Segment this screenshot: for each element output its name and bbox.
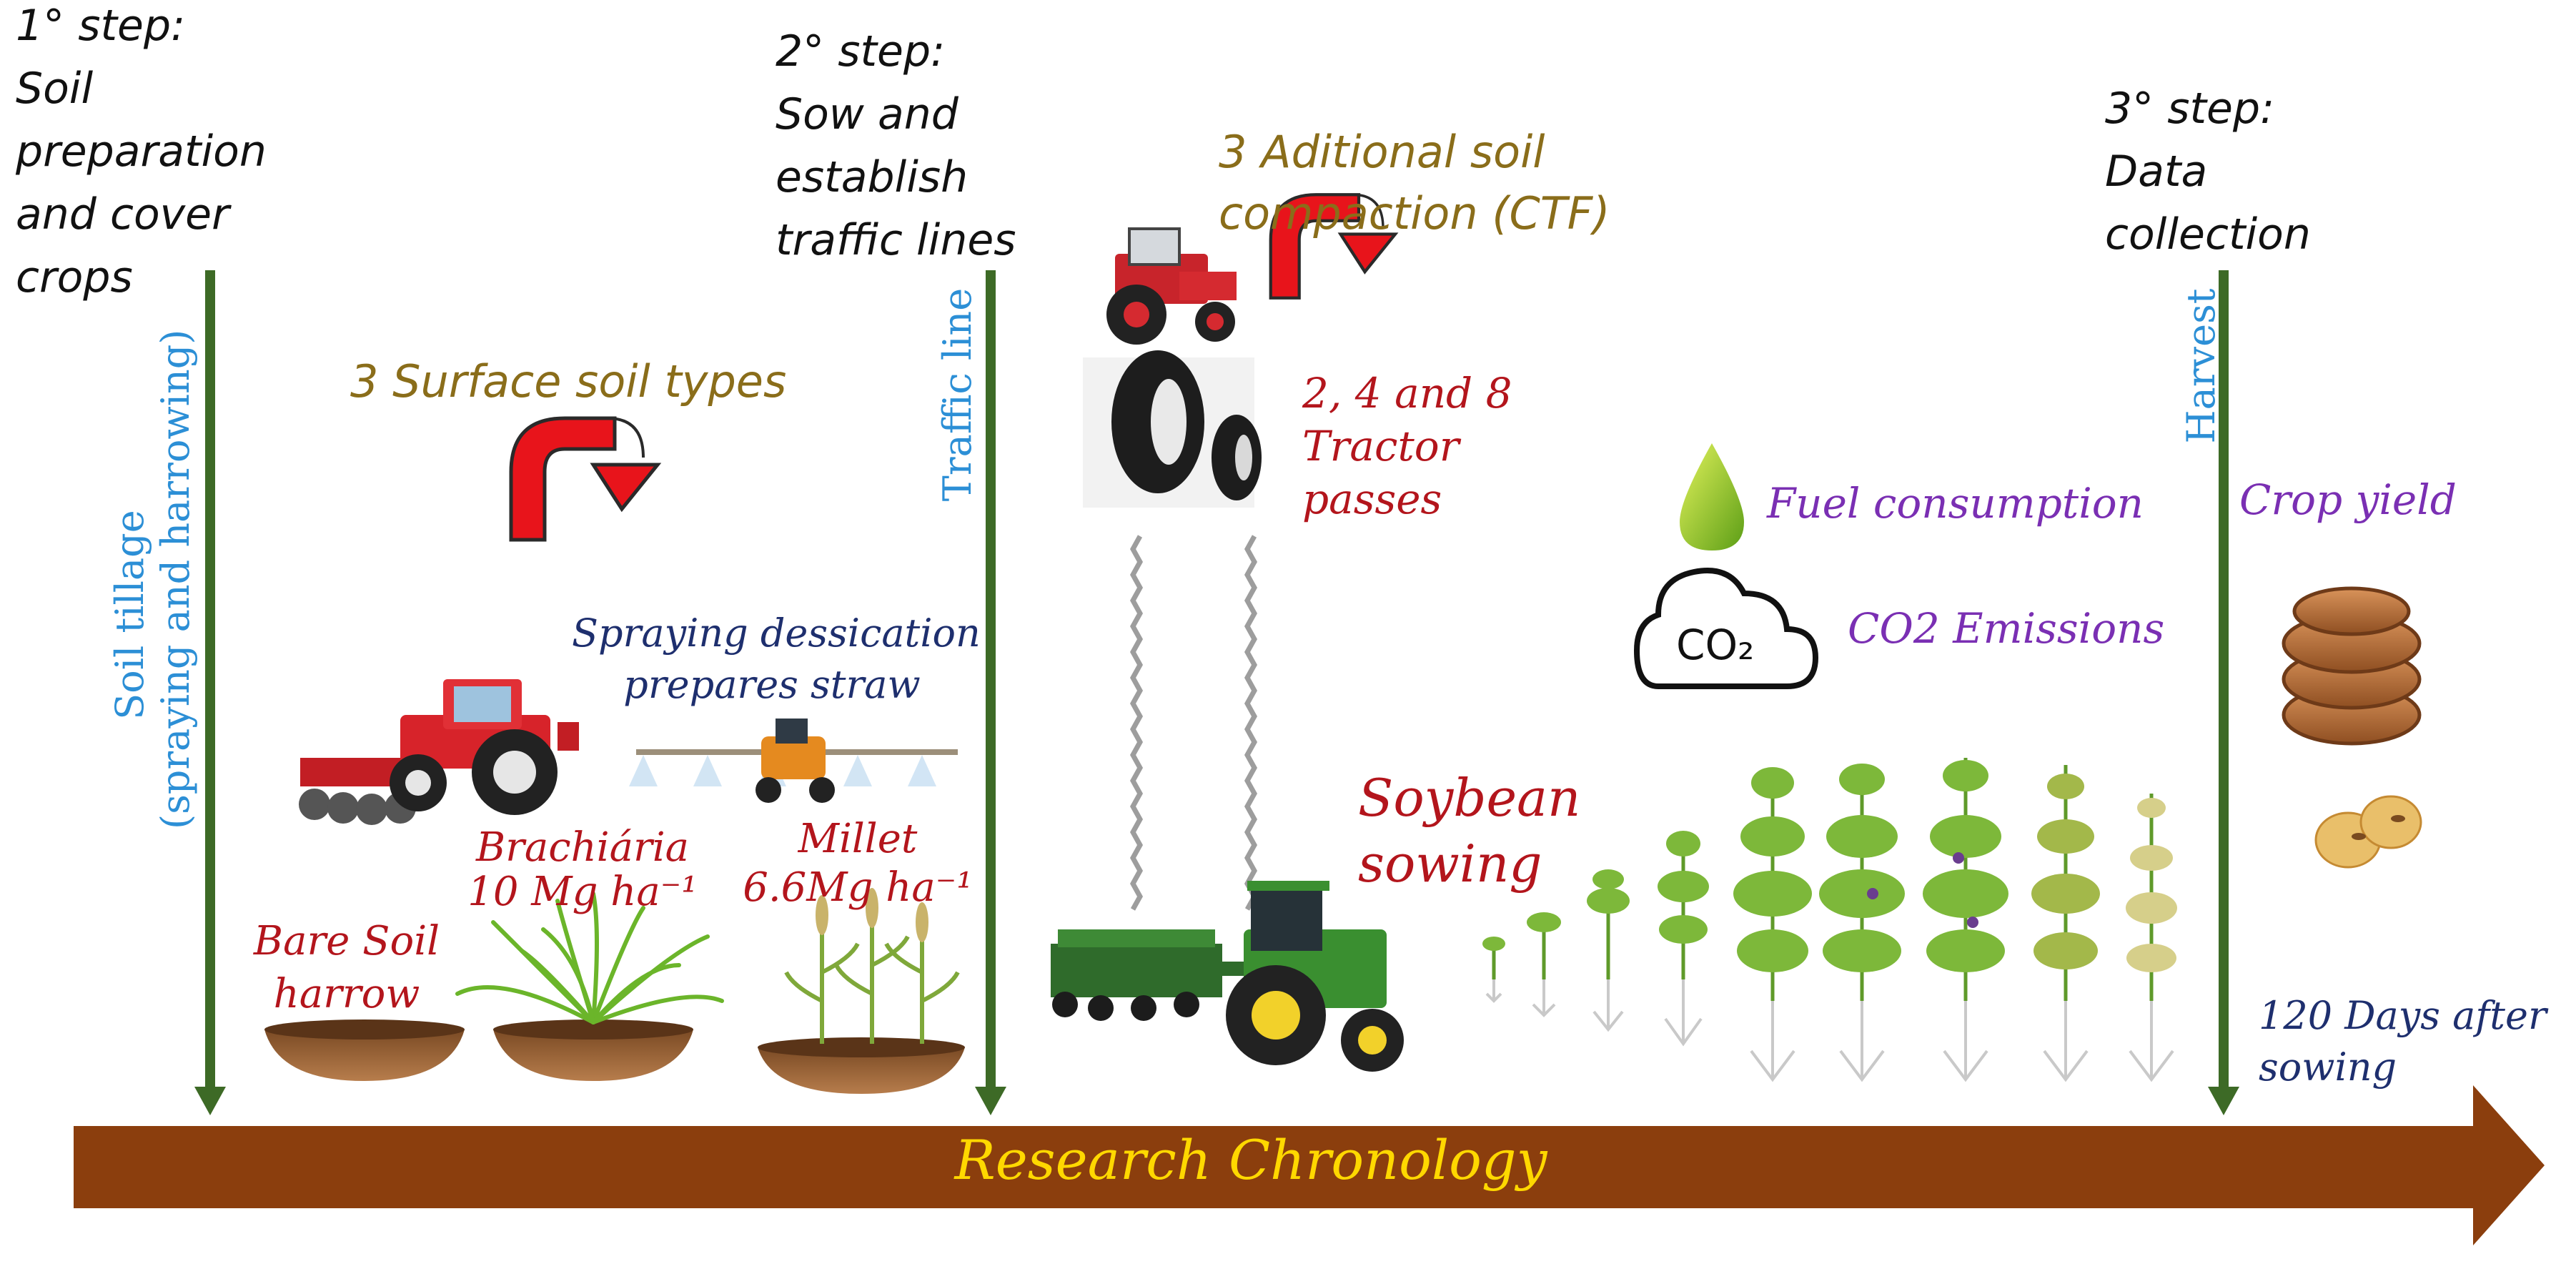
label-line: Tractor bbox=[1302, 422, 1460, 470]
fuel-consumption-label: Fuel consumption bbox=[1767, 479, 2144, 528]
soil-tillage-label: Soil tillage (spraying and harrowing) bbox=[107, 329, 207, 829]
co2-icon-text: CO₂ bbox=[1676, 621, 1755, 669]
sacks-icon bbox=[2282, 586, 2422, 746]
soybean-sowing-label: Soybean sowing bbox=[1358, 765, 1580, 897]
spraying-label: Spraying dessication prepares straw bbox=[572, 608, 981, 711]
additional-compaction-label: 3 Aditional soil compaction (CTF) bbox=[1219, 122, 1610, 245]
step-line: establish bbox=[776, 152, 969, 202]
step1-title: 1° step: Soil preparation and cover crop… bbox=[16, 0, 316, 309]
tractor-harrow-icon bbox=[299, 679, 579, 825]
label-line: 3 Aditional soil bbox=[1219, 126, 1545, 178]
tractor-passes-label: 2, 4 and 8 Tractor passes bbox=[1302, 367, 1512, 525]
red-tractor-icon bbox=[1106, 227, 1237, 345]
label-line: 6.6Mg ha⁻¹ bbox=[743, 864, 973, 911]
label-line: (spraying and harrowing) bbox=[153, 329, 198, 829]
soybean-growth-icon bbox=[1482, 758, 2177, 1082]
step-line: Sow and bbox=[776, 89, 958, 139]
step3-line bbox=[2208, 270, 2239, 1115]
millet-plants-icon bbox=[784, 922, 960, 1044]
step-line: 3° step: bbox=[2105, 84, 2275, 134]
step-line: traffic lines bbox=[776, 215, 1016, 265]
chronology-arrow bbox=[74, 1085, 2545, 1245]
label-line: passes bbox=[1302, 475, 1442, 523]
tire-tracks-icon bbox=[1129, 535, 1258, 911]
label-line: prepares straw bbox=[623, 662, 921, 707]
label-line: Brachiária bbox=[475, 824, 690, 871]
soil-bowl-brachiaria bbox=[493, 1019, 693, 1081]
sprayer-icon bbox=[629, 719, 958, 803]
step-line: Data bbox=[2105, 147, 2208, 197]
step1-line bbox=[194, 270, 226, 1115]
step-line: 1° step: bbox=[16, 1, 186, 51]
label-line: compaction (CTF) bbox=[1219, 187, 1610, 240]
step-line: and cover bbox=[16, 189, 229, 240]
tires-icon bbox=[1083, 350, 1262, 508]
label-line: harrow bbox=[273, 971, 420, 1017]
label-line: 2, 4 and 8 bbox=[1302, 369, 1512, 418]
soil-bowl-millet bbox=[758, 1037, 965, 1094]
step-line: collection bbox=[2105, 209, 2311, 260]
step-line: preparation bbox=[16, 127, 267, 177]
brachiaria-grass-icon bbox=[455, 892, 724, 1024]
step-line: 2° step: bbox=[776, 26, 946, 76]
surface-soil-types-label: 3 Surface soil types bbox=[350, 355, 787, 408]
label-line: Soybean bbox=[1358, 768, 1581, 828]
crop-yield-label: Crop yield bbox=[2239, 475, 2457, 524]
co2-emissions-label: CO2 Emissions bbox=[1848, 604, 2165, 653]
label-line: Soil tillage bbox=[107, 510, 152, 720]
co2-cloud-icon bbox=[1633, 568, 1819, 689]
label-line: sowing bbox=[2259, 1045, 2397, 1090]
label-line: Millet bbox=[798, 816, 918, 862]
step2-title: 2° step: Sow and establish traffic lines bbox=[776, 20, 1097, 272]
step3-title: 3° step: Data collection bbox=[2105, 77, 2391, 266]
step2-line bbox=[975, 270, 1006, 1115]
bare-soil-label: Bare Soil harrow bbox=[232, 915, 461, 1021]
step-line: crops bbox=[16, 252, 133, 302]
research-chronology-label: Research Chronology bbox=[954, 1128, 1547, 1192]
harvest-label: Harvest bbox=[2179, 288, 2224, 444]
fuel-drop-icon bbox=[1680, 443, 1744, 550]
soybeans-icon bbox=[2314, 795, 2422, 869]
label-line: 120 Days after bbox=[2259, 993, 2547, 1038]
millet-heads-icon bbox=[816, 888, 928, 942]
traffic-line-label: Traffic line bbox=[935, 287, 980, 502]
green-tractor-seeder-icon bbox=[1051, 881, 1404, 1072]
label-line: Spraying dessication bbox=[572, 611, 981, 656]
label-line: 10 Mg ha⁻¹ bbox=[467, 869, 698, 915]
soil-bowl-bare bbox=[264, 1019, 465, 1081]
step-line: Soil bbox=[16, 64, 94, 114]
curved-arrow-icon bbox=[509, 416, 662, 542]
label-line: Bare Soil bbox=[253, 918, 440, 964]
days-after-sowing-label: 120 Days after sowing bbox=[2259, 990, 2547, 1093]
millet-label: Millet 6.6Mg ha⁻¹ bbox=[715, 815, 1001, 912]
brachiaria-label: Brachiária 10 Mg ha⁻¹ bbox=[447, 826, 718, 914]
label-line: sowing bbox=[1358, 834, 1542, 894]
curved-arrow-icon-2 bbox=[1269, 193, 1399, 300]
